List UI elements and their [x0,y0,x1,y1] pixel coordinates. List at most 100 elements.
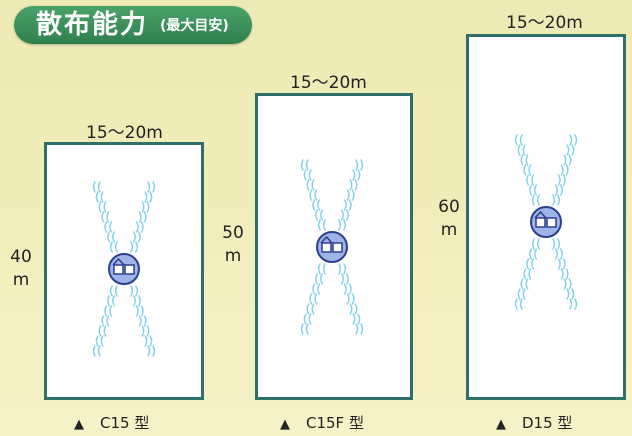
spray-stroke [346,273,349,285]
panel-c15f-spray-icon [300,159,364,335]
spray-stroke [106,211,110,223]
spray-stroke [109,241,113,253]
spray-stroke [355,323,359,335]
panel-d15-spray-icon [514,134,578,310]
spray-stroke [555,248,558,260]
spray-stroke [317,219,321,231]
spray-stroke [141,201,145,213]
sprayer-machine-icon [316,231,348,263]
spray-stroke [104,305,108,317]
panel-c15-spray-icon [92,181,156,357]
spray-stroke [519,298,523,310]
spray-stroke [109,285,113,297]
triangle-marker-icon: ▲ [74,417,84,432]
panel-c15-length-label: 40 m [8,246,34,292]
spray-stroke [534,248,537,260]
spray-stroke [306,179,310,191]
spray-stroke [308,313,312,325]
spray-stroke [557,258,561,270]
spray-stroke [98,325,102,337]
spray-stroke [520,154,524,166]
spray-stroke [135,305,139,317]
triangle-marker-icon: ▲ [496,417,506,432]
spray-stroke [346,209,349,221]
triangle-marker-icon: ▲ [280,417,290,432]
spray-stroke [322,263,326,275]
title-badge [14,6,252,44]
panel-d15-length-label: 60 m [436,196,462,242]
page-subtitle: (最大目安) [160,18,229,34]
spray-stroke [563,278,567,290]
spray-stroke [114,285,118,297]
spray-stroke [571,288,575,300]
spray-stroke [138,211,142,223]
spray-stroke [147,345,151,357]
spray-stroke [357,313,361,325]
panel-d15-length-value: 60 [438,197,460,217]
panel-c15f-length-label: 50 m [220,222,246,268]
spray-stroke [354,179,358,191]
spray-stroke [97,345,101,357]
spray-stroke [514,298,518,310]
spray-stroke [568,154,572,166]
spray-stroke [303,169,307,181]
spray-stroke [528,164,532,176]
spray-stroke [523,268,527,280]
spray-stroke [309,189,313,201]
spray-stroke [517,288,521,300]
spray-stroke [317,263,321,275]
spray-stroke [106,315,110,327]
spray-stroke [141,325,145,337]
spray-stroke [552,194,556,206]
spray-stroke [135,241,139,253]
spray-stroke [320,209,323,221]
spray-stroke [522,288,526,300]
panel-c15-model-name: C15 型 [100,414,150,432]
spray-stroke [343,283,347,295]
spray-stroke [536,238,540,250]
panel-d15-model-name: D15 型 [522,414,573,432]
spray-stroke [514,134,518,146]
spray-stroke [552,238,556,250]
spray-stroke [566,288,570,300]
spray-stroke [138,295,141,307]
panel-c15-model-label: ▲ C15 型 [74,412,149,433]
spray-stroke [109,221,113,233]
spray-stroke [100,191,104,203]
spray-stroke [103,325,107,337]
spray-stroke [565,268,569,280]
spray-stroke [531,194,535,206]
spray-stroke [92,181,96,193]
spray-stroke [100,335,104,347]
spray-stroke [525,154,529,166]
spray-stroke [152,345,156,357]
spray-stroke [519,134,523,146]
spray-stroke [95,191,99,203]
spray-stroke [140,221,144,233]
panel-d15-model-label: ▲ D15 型 [496,412,572,433]
spray-stroke [133,231,136,243]
spray-stroke [569,134,573,146]
spray-stroke [143,211,147,223]
spray-stroke [351,293,355,305]
spray-stroke [144,335,148,347]
spray-stroke [147,181,151,193]
spray-stroke [569,298,573,310]
panel-c15f-model-label: ▲C15F 型 [280,412,364,433]
spray-stroke [348,199,352,211]
spray-stroke [306,303,310,315]
panel-d15-width-label: 15～20m [506,13,583,33]
spray-stroke [317,199,321,211]
spray-stroke [311,303,315,315]
spray-stroke [114,241,118,253]
spray-stroke [531,174,535,186]
spray-stroke [520,278,524,290]
spray-stroke [109,305,113,317]
spray-stroke [562,258,566,270]
spray-stroke [308,169,312,181]
spray-stroke [563,154,567,166]
spray-stroke [354,303,358,315]
spray-stroke [305,323,309,335]
spray-stroke [360,159,364,171]
spray-stroke [560,184,563,196]
